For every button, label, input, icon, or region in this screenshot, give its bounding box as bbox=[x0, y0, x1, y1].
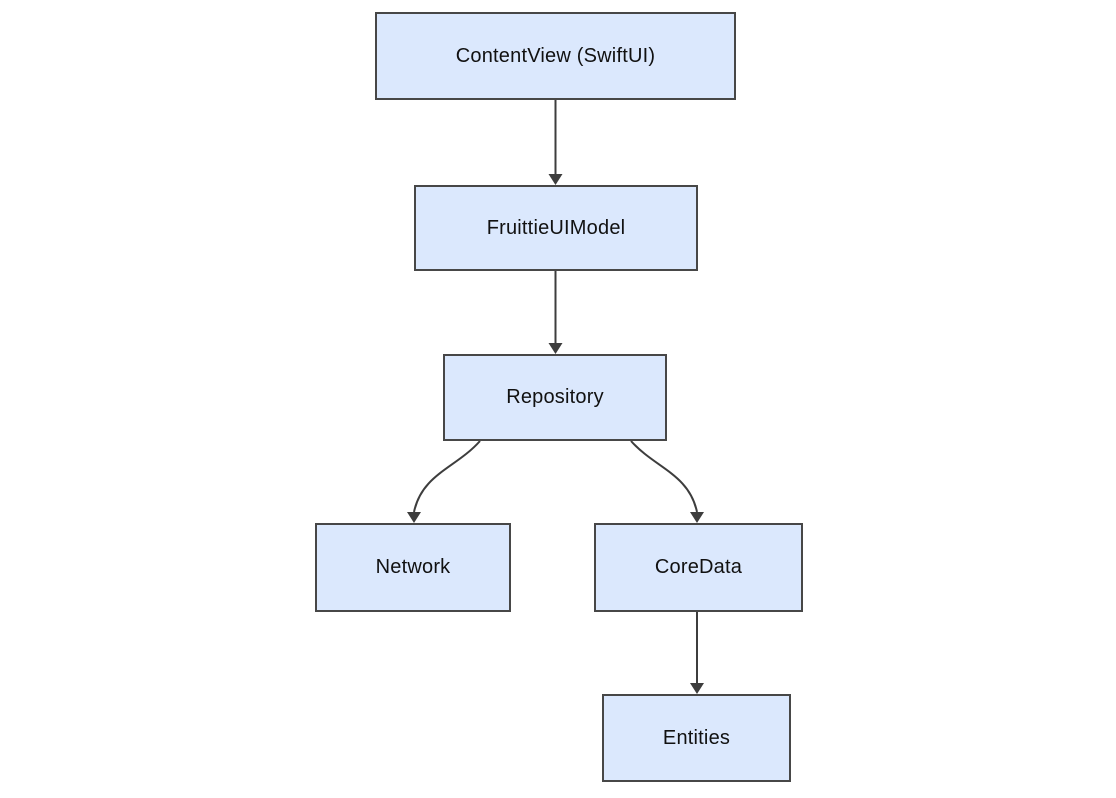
arrowhead-icon bbox=[690, 512, 704, 523]
edge-repository-coredata bbox=[630, 440, 698, 513]
node-repository-label: Repository bbox=[506, 386, 604, 408]
node-contentview: ContentView (SwiftUI) bbox=[375, 12, 736, 100]
arrowhead-icon bbox=[548, 174, 563, 185]
node-contentview-label: ContentView (SwiftUI) bbox=[455, 44, 656, 67]
node-entities-label: Entities bbox=[662, 726, 731, 749]
arrowhead-icon bbox=[548, 343, 563, 354]
node-network-label: Network bbox=[375, 556, 451, 578]
node-fruittieuimodel-label: FruittieUIModel bbox=[486, 216, 626, 239]
node-repository: Repository bbox=[443, 354, 667, 441]
node-coredata: CoreData bbox=[594, 523, 803, 612]
edge-repository-network bbox=[413, 440, 481, 513]
node-coredata-label: CoreData bbox=[654, 556, 743, 578]
arrowhead-icon bbox=[407, 512, 421, 523]
node-fruittieuimodel: FruittieUIModel bbox=[414, 185, 698, 271]
arrowhead-icon bbox=[690, 683, 704, 694]
node-network: Network bbox=[315, 523, 511, 612]
node-entities: Entities bbox=[602, 694, 791, 782]
